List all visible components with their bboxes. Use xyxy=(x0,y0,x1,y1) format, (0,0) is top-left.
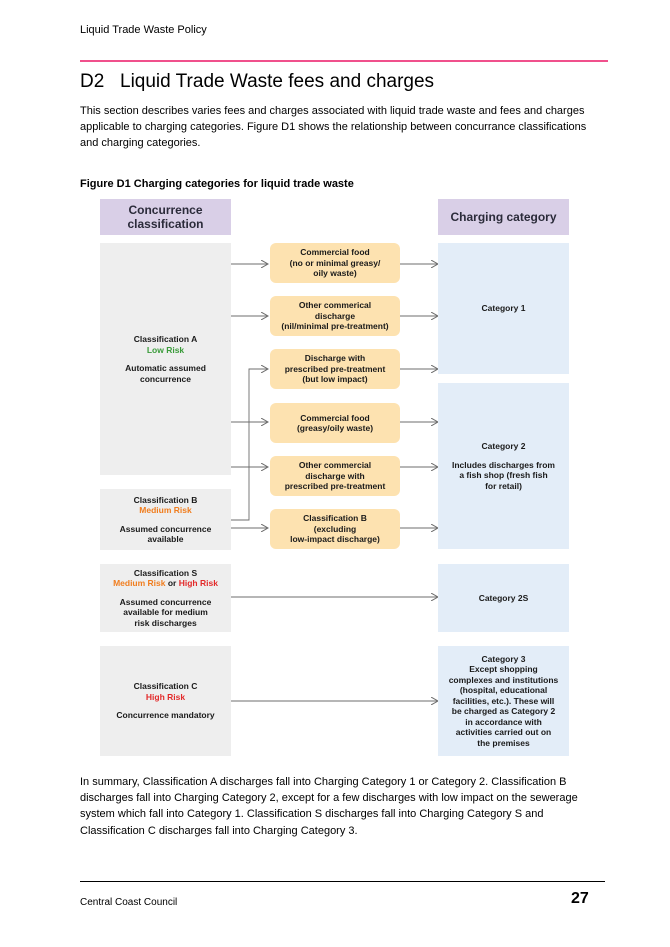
discharge-line: oily waste) xyxy=(313,268,357,279)
classification-c-desc: Concurrence mandatory xyxy=(116,710,215,721)
classification-s-desc: Assumed concurrence xyxy=(119,596,212,607)
left-column-header: Concurrence classification xyxy=(100,199,231,235)
classification-a-box: Classification A Low Risk Automatic assu… xyxy=(100,243,231,475)
classification-b-desc: Assumed concurrence xyxy=(119,523,212,534)
discharge-box-classification-b: Classification B (excluding low-impact d… xyxy=(270,509,400,549)
category-3-title: Category 3 xyxy=(481,653,526,664)
right-column-header: Charging category xyxy=(438,199,569,235)
classification-a-risk: Low Risk xyxy=(146,344,185,355)
category-3-desc: the premises xyxy=(477,737,530,748)
category-2-box: Category 2 Includes discharges from a fi… xyxy=(438,383,569,549)
classification-s-name: Classification S xyxy=(133,567,198,578)
discharge-line: Other commerical xyxy=(298,300,372,311)
classification-s-box: Classification S Medium Risk or High Ris… xyxy=(100,564,231,632)
page-number: 27 xyxy=(571,890,589,907)
discharge-line: discharge with xyxy=(305,470,365,481)
category-3-desc: facilities, etc.). These will xyxy=(452,695,555,706)
category-3-desc: in accordance with xyxy=(465,716,542,727)
discharge-line: (nil/minimal pre-treatment) xyxy=(281,321,389,332)
discharge-line: (excluding xyxy=(313,523,357,534)
footer-organisation: Central Coast Council xyxy=(80,897,178,908)
category-3-desc: complexes and institutions xyxy=(448,674,559,685)
discharge-line: (greasy/oily waste) xyxy=(296,423,374,433)
category-3-desc: (hospital, educational xyxy=(459,685,548,696)
summary-paragraph: In summary, Classification A discharges … xyxy=(80,776,578,837)
discharge-box-food-low-grease: Commercial food (no or minimal greasy/ o… xyxy=(270,243,400,283)
classification-s-risk-joiner: or xyxy=(165,578,179,589)
discharge-line: Discharge with xyxy=(304,353,366,364)
classification-c-risk: High Risk xyxy=(145,691,186,702)
category-3-desc: activities carried out on xyxy=(455,727,552,738)
category-2-desc: for retail) xyxy=(485,480,522,491)
classification-a-desc: concurrence xyxy=(139,373,192,384)
category-2-desc: Includes discharges from xyxy=(452,459,555,470)
classification-b-desc: available xyxy=(147,534,184,544)
running-header: Liquid Trade Waste Policy xyxy=(80,24,207,36)
classification-c-name: Classification C xyxy=(133,681,198,692)
discharge-box-other-prescribed: Other commercial discharge with prescrib… xyxy=(270,456,400,496)
discharge-line: prescribed pre-treatment xyxy=(284,363,386,374)
arrow-b-to-lowimpact xyxy=(231,369,268,521)
figure-caption: Figure D1 Charging categories for liquid… xyxy=(80,178,354,190)
discharge-box-prescribed-low-impact: Discharge with prescribed pre-treatment … xyxy=(270,349,400,389)
category-2s-title: Category 2S xyxy=(478,592,529,603)
classification-c-box: Classification C High Risk Concurrence m… xyxy=(100,646,231,756)
classification-s-risk-line: Medium Risk or High Risk xyxy=(113,578,218,589)
discharge-line: Commercial food xyxy=(300,412,370,423)
section-title: Liquid Trade Waste fees and charges xyxy=(120,71,435,92)
category-3-desc: Except shopping xyxy=(469,664,538,675)
header-rule xyxy=(80,60,608,62)
discharge-line: low-impact discharge) xyxy=(290,534,380,545)
classification-a-desc: Automatic assumed xyxy=(125,363,206,373)
discharge-box-food-greasy: Commercial food (greasy/oily waste) xyxy=(270,403,400,443)
discharge-line: discharge xyxy=(314,310,356,321)
footer-rule xyxy=(80,881,605,882)
classification-s-risk-medium: Medium Risk xyxy=(113,578,166,589)
section-number: D2 xyxy=(80,71,105,92)
discharge-line: prescribed pre-treatment xyxy=(284,481,386,492)
category-2-desc: a fish shop (fresh fish xyxy=(459,470,548,480)
discharge-line: Commercial food xyxy=(300,247,370,258)
category-1-box: Category 1 xyxy=(438,243,569,374)
classification-b-risk: Medium Risk xyxy=(139,505,192,515)
category-2-title: Category 2 xyxy=(481,441,526,451)
category-1-title: Category 1 xyxy=(481,303,526,314)
discharge-box-other-minimal: Other commerical discharge (nil/minimal … xyxy=(270,296,400,336)
discharge-line: Classification B xyxy=(303,513,367,524)
discharge-line: (but low impact) xyxy=(302,374,368,385)
left-header-line: classification xyxy=(127,217,204,231)
left-header-line: Concurrence xyxy=(128,203,203,217)
classification-b-name: Classification B xyxy=(133,494,198,505)
classification-s-desc: risk discharges xyxy=(134,617,197,628)
category-3-desc: be charged as Category 2 xyxy=(451,706,556,717)
intro-paragraph: This section describes varies fees and c… xyxy=(80,105,587,150)
category-3-box: Category 3 Except shopping complexes and… xyxy=(438,646,569,756)
section-heading: D2 Liquid Trade Waste fees and charges xyxy=(80,71,434,93)
discharge-line: Other commercial xyxy=(298,460,372,471)
classification-b-box: Classification B Medium Risk Assumed con… xyxy=(100,489,231,550)
classification-a-name: Classification A xyxy=(133,334,198,344)
discharge-line: (no or minimal greasy/ xyxy=(289,257,381,268)
category-2s-box: Category 2S xyxy=(438,564,569,632)
classification-s-desc: available for medium xyxy=(123,607,208,618)
classification-s-risk-high: High Risk xyxy=(178,578,218,589)
